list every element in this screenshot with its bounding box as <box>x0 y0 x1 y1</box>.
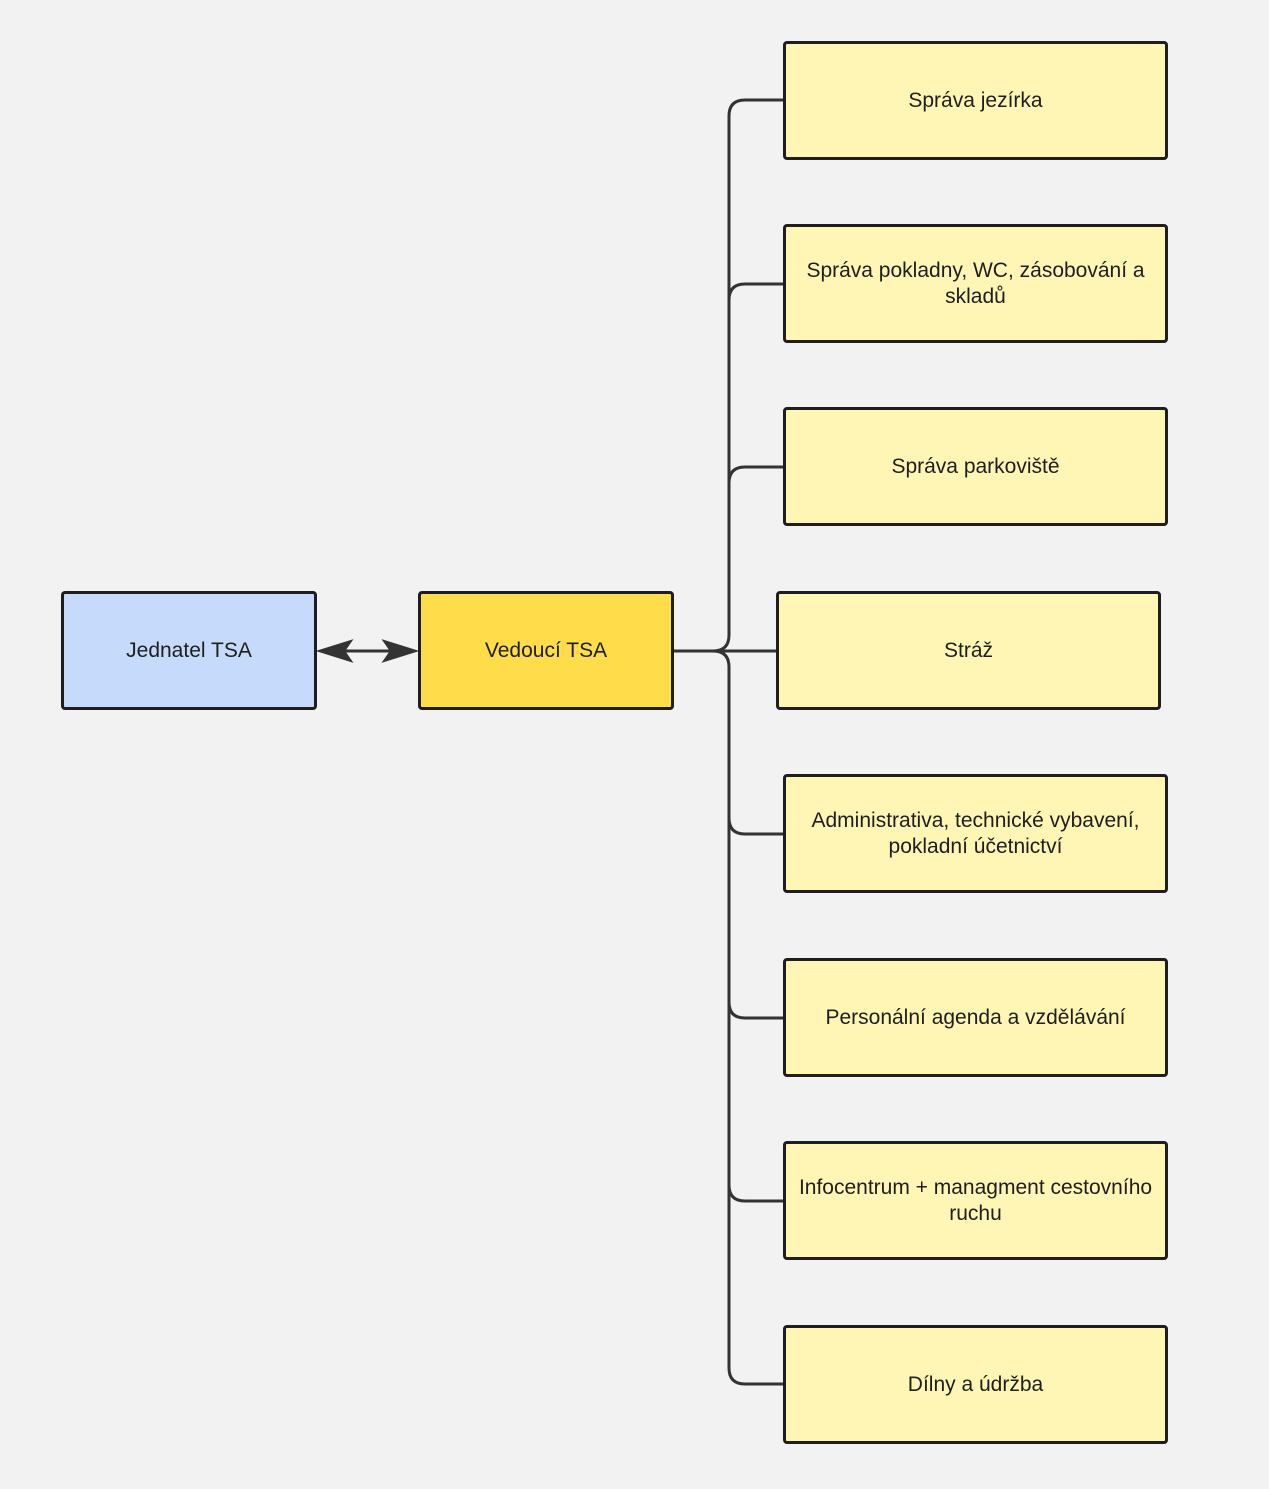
node-vedouci-tsa[interactable]: Vedoucí TSA <box>418 591 674 710</box>
node-label: Správa parkoviště <box>891 454 1060 478</box>
node-jednatel-tsa[interactable]: Jednatel TSA <box>61 591 317 710</box>
arrowhead-right <box>381 639 420 663</box>
node-label: Správa pokladny, WC, zásobování a skladů <box>806 258 1145 308</box>
node-dilny-a-udrzba[interactable]: Dílny a údržba <box>783 1325 1168 1444</box>
connector-trunk <box>674 98 784 653</box>
node-label: Infocentrum + managment cestovního ruchu <box>798 1175 1153 1225</box>
node-sprava-pokladny[interactable]: Správa pokladny, WC, zásobování a skladů <box>783 224 1168 343</box>
node-label: Administrativa, technické vybavení, pokl… <box>811 808 1140 858</box>
node-administrativa[interactable]: Administrativa, technické vybavení, pokl… <box>783 774 1168 893</box>
node-sprava-jezirka[interactable]: Správa jezírka <box>783 41 1168 160</box>
node-vedouci-label: Vedoucí TSA <box>484 638 608 662</box>
connector-to-child-6 <box>727 1184 784 1203</box>
node-personalni-agenda[interactable]: Personální agenda a vzdělávání <box>783 958 1168 1077</box>
node-sprava-parkoviste[interactable]: Správa parkoviště <box>783 407 1168 526</box>
node-label: Dílny a údržba <box>907 1372 1044 1396</box>
connector-to-child-1 <box>727 282 784 301</box>
connector-trunk-lower <box>712 649 784 1386</box>
connector-to-child-4 <box>727 817 784 836</box>
connector-to-child-5 <box>727 1001 784 1020</box>
arrowhead-left <box>315 639 354 663</box>
node-label: Stráž <box>943 638 993 662</box>
node-jednatel-label: Jednatel TSA <box>126 638 252 662</box>
node-label: Správa jezírka <box>908 88 1043 112</box>
connector-to-child-2 <box>727 465 784 484</box>
node-infocentrum[interactable]: Infocentrum + managment cestovního ruchu <box>783 1141 1168 1260</box>
node-label: Personální agenda a vzdělávání <box>825 1005 1126 1029</box>
node-straz[interactable]: Stráž <box>776 591 1161 710</box>
